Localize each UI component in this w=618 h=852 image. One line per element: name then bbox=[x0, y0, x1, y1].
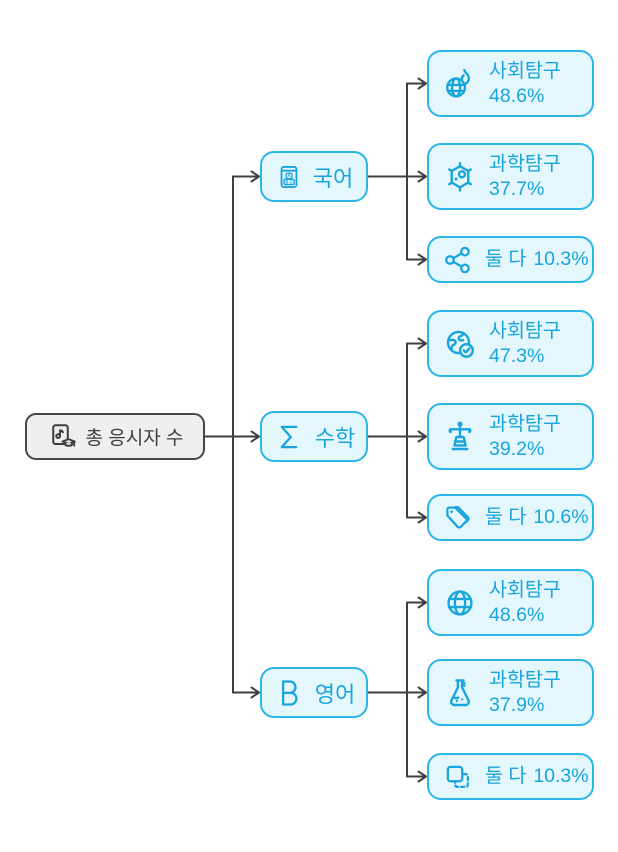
leaf-node-math-science: 과학탐구 39.2% bbox=[427, 403, 594, 470]
leaf-label: 과학탐구 bbox=[489, 152, 561, 175]
dictionary-book-icon: A B C bbox=[275, 163, 303, 191]
leaf-label: 과학탐구 bbox=[489, 412, 561, 435]
leaf-node-korean-social: 사회탐구 48.6% bbox=[427, 50, 594, 117]
leaf-node-english-both: 둘 다 10.3% bbox=[427, 753, 594, 800]
leaf-value: 39.2% bbox=[489, 437, 545, 460]
flask-icon bbox=[442, 675, 478, 711]
leaf-node-math-both: 둘 다 10.6% bbox=[427, 494, 594, 541]
leaf-label: 둘 다 bbox=[485, 765, 527, 788]
root-node-total-examinees: 총 응시자 수 bbox=[25, 413, 205, 460]
leaf-label: 과학탐구 bbox=[489, 668, 561, 691]
branch-node-math: 수학 bbox=[260, 411, 368, 462]
price-tags-icon bbox=[442, 502, 474, 534]
branch-label: 국어 bbox=[312, 165, 354, 191]
leaf-node-korean-science: 과학탐구 37.7% bbox=[427, 143, 594, 210]
leaf-label: 사회탐구 bbox=[489, 59, 561, 82]
svg-text:B C: B C bbox=[285, 179, 292, 184]
leaf-value: 37.9% bbox=[489, 693, 545, 716]
leaf-label: 둘 다 bbox=[485, 506, 527, 529]
branch-label: 수학 bbox=[314, 425, 356, 451]
branch-label: 영어 bbox=[314, 681, 356, 707]
leaf-value: 37.7% bbox=[489, 177, 545, 200]
music-document-graduation-icon bbox=[47, 422, 77, 452]
globe-check-icon bbox=[442, 326, 478, 362]
leaf-value: 47.3% bbox=[489, 344, 545, 367]
leaf-value: 48.6% bbox=[489, 84, 545, 107]
leaf-label: 사회탐구 bbox=[489, 319, 561, 342]
branch-node-korean: A B C 국어 bbox=[260, 151, 368, 202]
globe-fire-icon bbox=[442, 66, 478, 102]
microbe-icon bbox=[442, 159, 478, 195]
letter-b-icon bbox=[273, 677, 305, 709]
leaf-node-math-social: 사회탐구 47.3% bbox=[427, 310, 594, 377]
svg-text:A: A bbox=[287, 173, 290, 178]
branch-node-english: 영어 bbox=[260, 667, 368, 718]
sigma-icon bbox=[273, 421, 305, 453]
overlap-squares-icon bbox=[442, 761, 474, 793]
leaf-label: 둘 다 bbox=[485, 248, 527, 271]
leaf-value: 10.6% bbox=[533, 506, 589, 529]
balance-scale-icon bbox=[442, 419, 478, 455]
leaf-value: 48.6% bbox=[489, 603, 545, 626]
leaf-value: 10.3% bbox=[533, 248, 589, 271]
leaf-node-korean-both: 둘 다 10.3% bbox=[427, 236, 594, 283]
leaf-node-english-social: 사회탐구 48.6% bbox=[427, 569, 594, 636]
root-label: 총 응시자 수 bbox=[85, 428, 184, 449]
leaf-node-english-science: 과학탐구 37.9% bbox=[427, 659, 594, 726]
globe-wireframe-icon bbox=[442, 585, 478, 621]
leaf-value: 10.3% bbox=[533, 765, 589, 788]
leaf-label: 사회탐구 bbox=[489, 578, 561, 601]
share-network-icon bbox=[442, 244, 474, 276]
